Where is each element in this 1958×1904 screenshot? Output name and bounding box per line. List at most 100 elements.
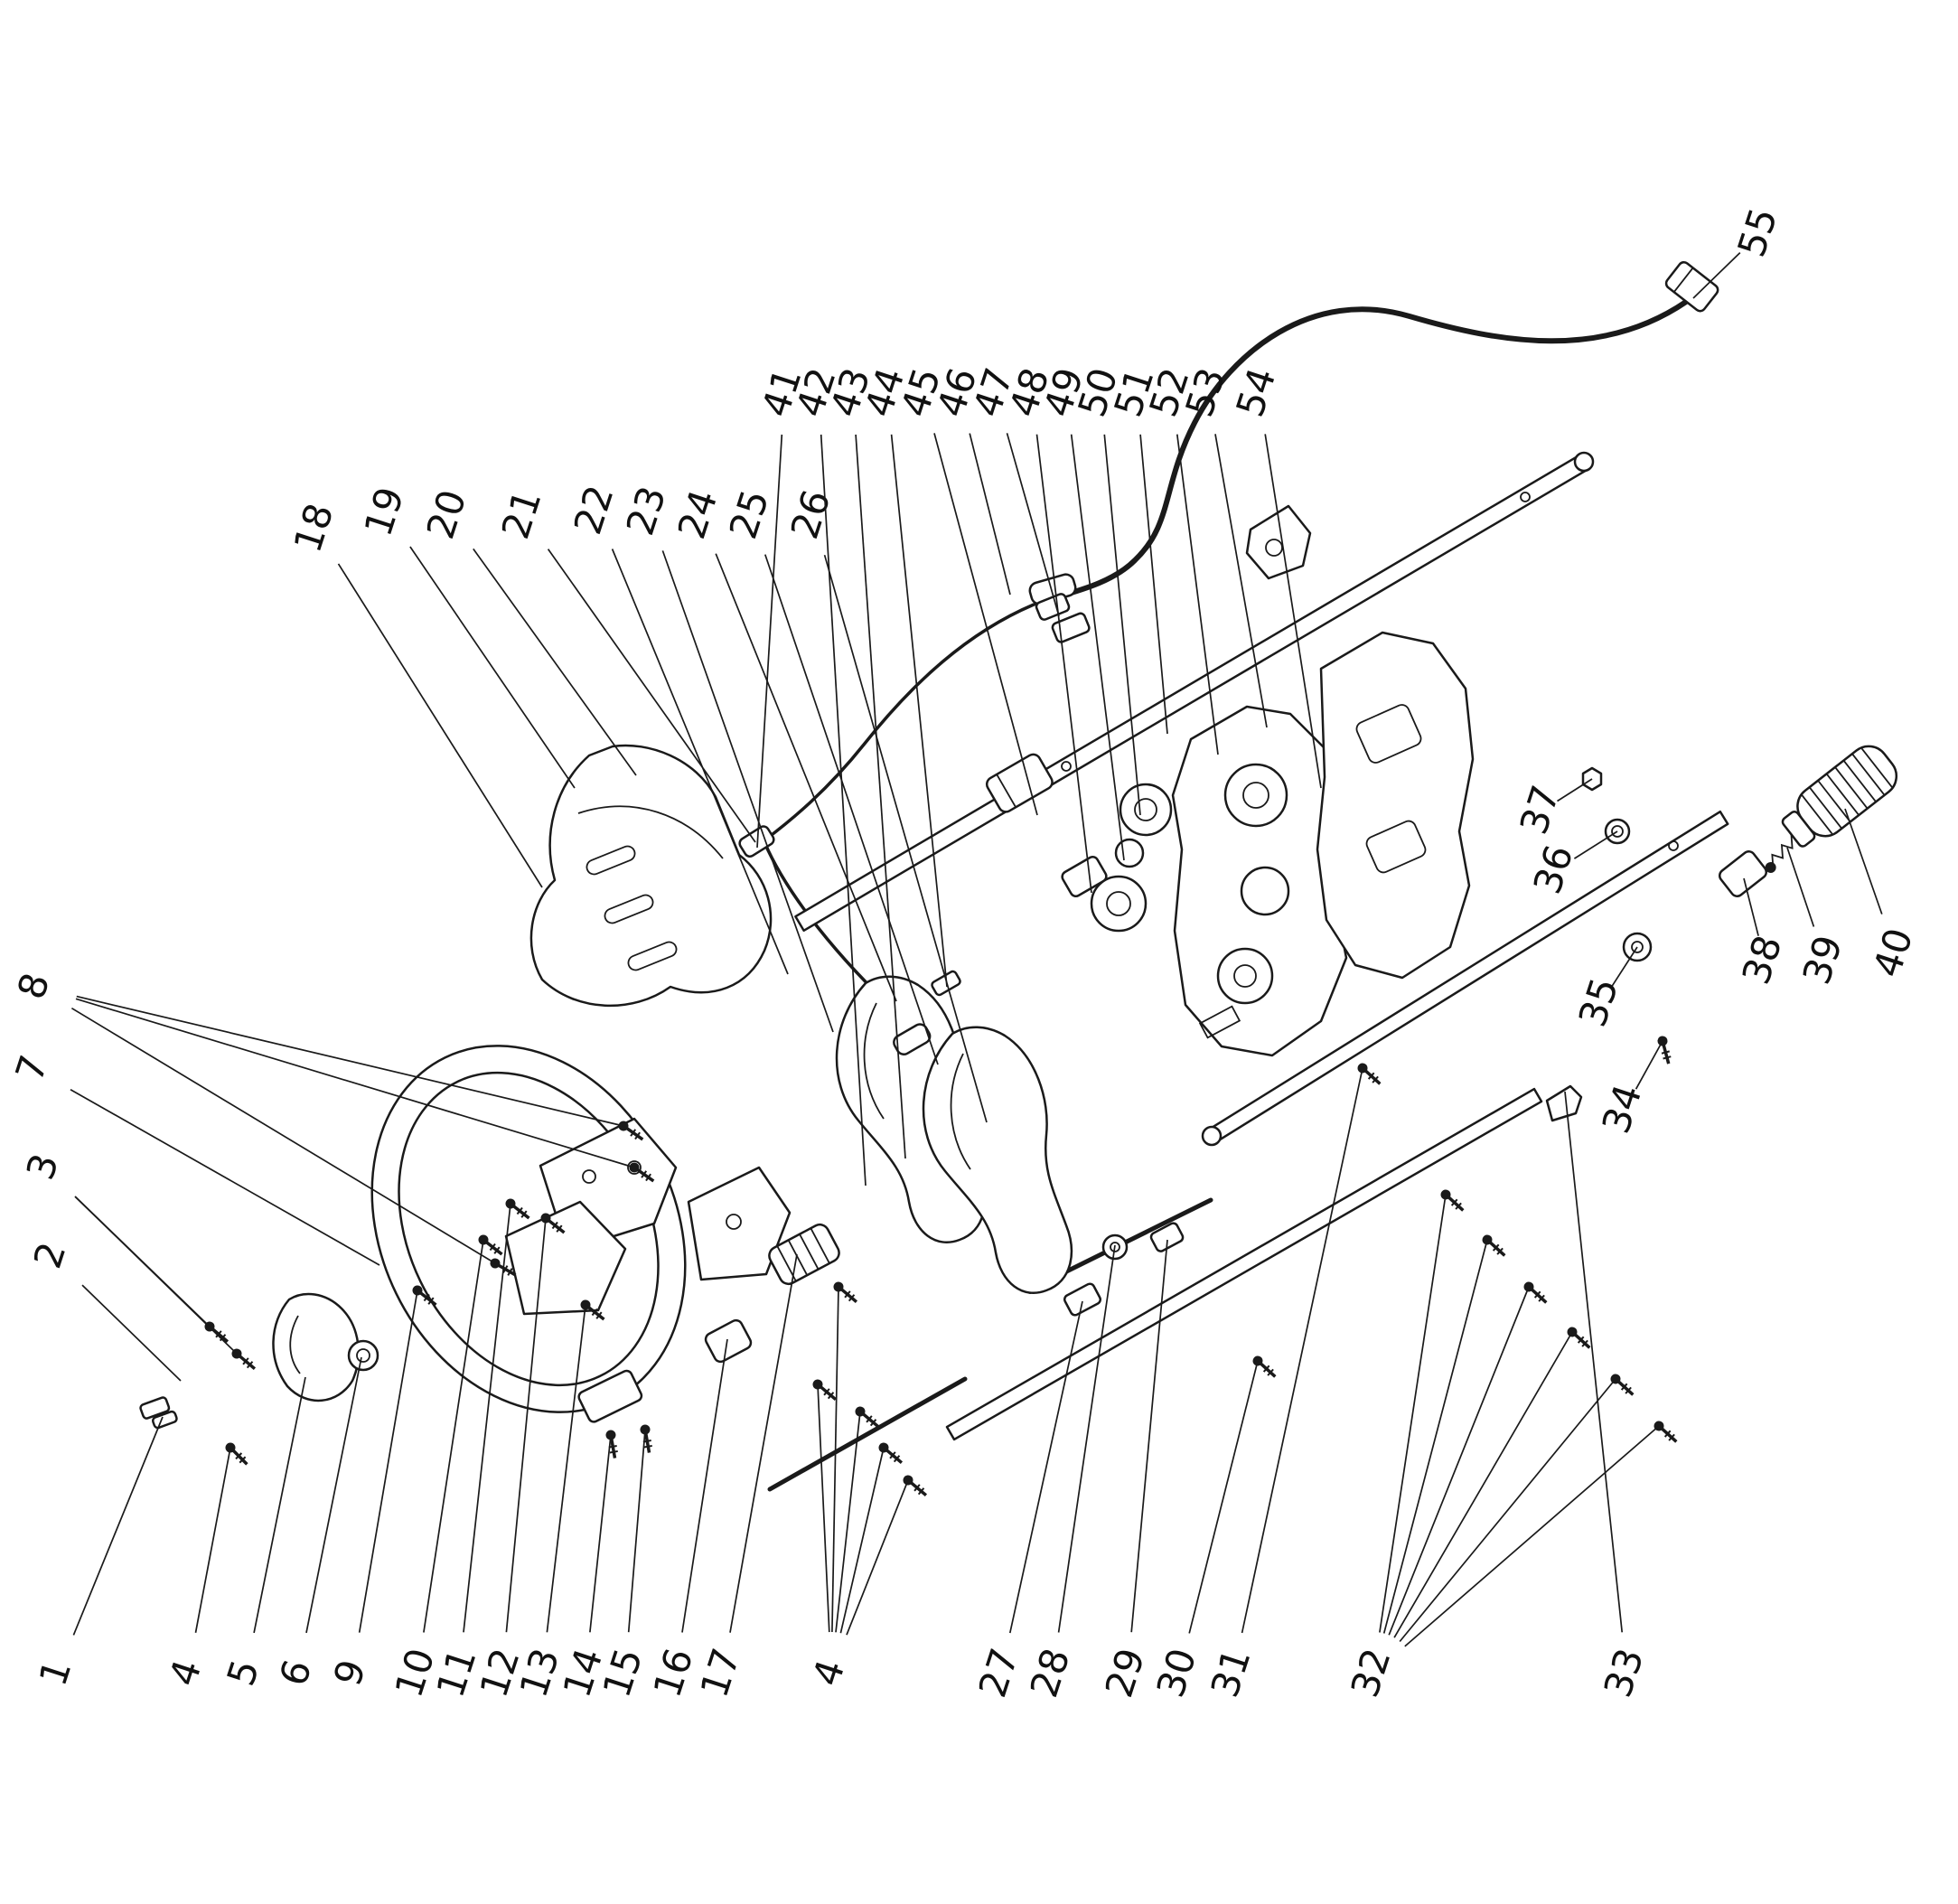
leader-line-44 — [890, 434, 948, 988]
leader-line-24 — [715, 553, 897, 1002]
leader-line-13 — [546, 1304, 586, 1633]
screw-fastener — [1357, 1063, 1382, 1085]
throttle-end-fitting — [738, 825, 775, 858]
leader-line-48 — [1035, 434, 1092, 894]
leader-line-15 — [627, 1429, 646, 1633]
part-number-28: 28 — [1022, 1643, 1079, 1702]
leader-line-22 — [611, 549, 789, 975]
leader-line-20 — [473, 548, 637, 776]
part-number-4: 4 — [804, 1655, 854, 1692]
leader-line-40 — [1844, 808, 1883, 914]
upper-drive-shaft-tube — [794, 451, 1595, 933]
leader-line-8 — [75, 998, 635, 1168]
leader-line-46 — [969, 433, 1011, 596]
leader-line-4 — [839, 1447, 885, 1634]
leader-line-51 — [1139, 434, 1168, 735]
leader-line-32 — [1382, 1239, 1488, 1634]
leader-line-3 — [74, 1196, 238, 1355]
screw-fastener — [1523, 1281, 1548, 1304]
leader-line-26 — [823, 554, 988, 1123]
part-number-22: 22 — [566, 480, 623, 539]
carburetor-block — [985, 753, 1054, 813]
handle-bracket-lower — [504, 1200, 627, 1316]
part-number-35: 35 — [1570, 972, 1627, 1032]
leader-line-4 — [831, 1286, 839, 1633]
part-number-4: 4 — [161, 1655, 211, 1692]
tube-end-cap — [1545, 1084, 1583, 1122]
leader-line-32 — [1393, 1331, 1573, 1638]
leader-line-36 — [1573, 830, 1618, 859]
part-number-21: 21 — [493, 484, 550, 544]
part-number-39: 39 — [1794, 930, 1851, 990]
screw-fastener — [505, 1198, 530, 1220]
part-number-40: 40 — [1865, 923, 1922, 982]
spacer-cylinder — [347, 1339, 379, 1372]
rear-handle-half-right — [922, 1026, 1073, 1294]
leader-line-8 — [70, 1007, 496, 1264]
handle-shaft-tube — [1201, 810, 1729, 1147]
leader-line-19 — [409, 546, 576, 789]
part-number-37: 37 — [1512, 780, 1569, 839]
leader-line-53 — [1214, 434, 1268, 728]
screw-fastener — [812, 1379, 838, 1402]
leader-line-29 — [1130, 1239, 1168, 1633]
part-number-32: 32 — [1343, 1643, 1400, 1702]
leader-line-39 — [1786, 847, 1815, 927]
engine-housing — [1171, 705, 1348, 1057]
part-number-29: 29 — [1097, 1643, 1154, 1702]
leader-line-4 — [194, 1447, 231, 1633]
part-number-33: 33 — [1596, 1643, 1653, 1702]
part-number-26: 26 — [782, 484, 839, 544]
leader-line-7 — [70, 1088, 380, 1266]
handle-grip — [1781, 745, 1898, 848]
lower-mount — [704, 1318, 753, 1364]
housing-side-cover — [1316, 631, 1475, 980]
throttle-cable-upper — [1056, 299, 1689, 599]
leader-line-37 — [1557, 778, 1593, 802]
blade-guard-plate — [272, 1292, 360, 1402]
part-number-16: 16 — [645, 1643, 702, 1702]
leader-line-55 — [1692, 251, 1741, 299]
cable-end-connector — [1664, 260, 1719, 313]
part-number-55: 55 — [1729, 202, 1786, 262]
screw-fastener — [412, 1285, 437, 1307]
leader-line-43 — [855, 434, 906, 1159]
part-number-1: 1 — [31, 1655, 80, 1692]
part-number-6: 6 — [271, 1655, 321, 1692]
leader-line-38 — [1743, 877, 1759, 936]
screw-fastener — [833, 1281, 858, 1304]
leader-line-5 — [253, 1376, 306, 1634]
part-number-7: 7 — [7, 1050, 57, 1087]
leader-line-28 — [1057, 1244, 1116, 1633]
mount-bracket — [1245, 504, 1312, 580]
leader-line-33 — [1564, 1091, 1624, 1633]
shaft-mount-bracket — [687, 1166, 792, 1281]
part-number-23: 23 — [618, 481, 675, 540]
leader-line-52 — [1176, 434, 1219, 755]
leader-line-18 — [337, 563, 543, 888]
leader-line-14 — [589, 1434, 612, 1633]
leader-line-6 — [305, 1356, 362, 1634]
screw-fastener — [1610, 1374, 1635, 1396]
tube-clip — [1149, 1222, 1185, 1252]
screw-fastener — [1657, 1036, 1672, 1065]
leader-line-30 — [1188, 1360, 1259, 1634]
leader-line-41 — [756, 434, 783, 849]
part-number-30: 30 — [1148, 1643, 1205, 1702]
part-number-38: 38 — [1734, 930, 1791, 990]
part-number-5: 5 — [219, 1655, 268, 1692]
leader-line-27 — [1008, 1300, 1083, 1634]
leader-line-8 — [76, 995, 624, 1127]
fan-wheel — [1090, 875, 1148, 933]
lower-cable-rod — [767, 1376, 968, 1492]
lower-shaft-tube — [945, 1084, 1583, 1441]
leader-line-4 — [817, 1383, 830, 1633]
leader-line-32 — [1388, 1286, 1530, 1636]
part-number-20: 20 — [418, 484, 475, 544]
leader-line-23 — [661, 550, 834, 1033]
part-number-9: 9 — [325, 1655, 375, 1692]
parts-layer — [139, 260, 1898, 1492]
part-number-19: 19 — [356, 482, 413, 541]
